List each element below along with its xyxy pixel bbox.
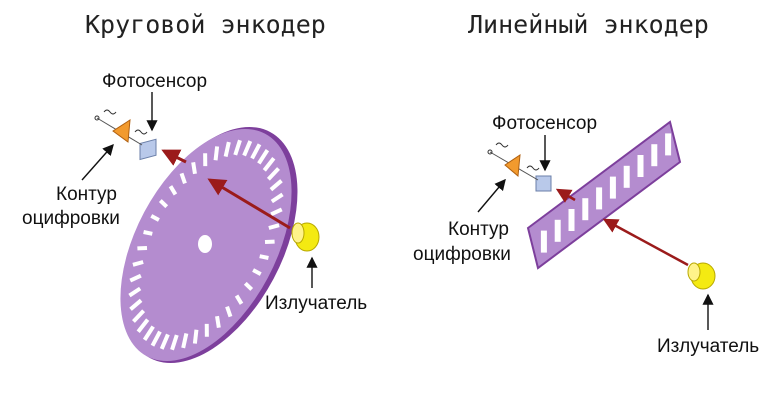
disc-slot bbox=[181, 333, 189, 349]
disc-slot bbox=[129, 273, 142, 283]
disc-slot bbox=[213, 146, 220, 161]
circuit-triangle-icon bbox=[487, 149, 539, 181]
strip-slot bbox=[651, 144, 658, 167]
disc-slot bbox=[136, 318, 150, 333]
linear-circuit-label-1: Контур bbox=[448, 219, 509, 240]
disc-slot bbox=[225, 305, 233, 318]
signal-wave-icon bbox=[134, 129, 148, 135]
disc-slot bbox=[266, 167, 280, 181]
disc-slot bbox=[270, 207, 283, 217]
disc-slot bbox=[252, 268, 262, 276]
light-beam-out bbox=[555, 188, 576, 203]
rotary-circuit-label-1: Контур bbox=[56, 184, 117, 205]
rotary-encoder bbox=[81, 92, 320, 363]
light-beam-out bbox=[161, 149, 187, 166]
code-strip bbox=[526, 120, 682, 270]
linear-circuit-label-2: оцифровки bbox=[413, 244, 511, 265]
linear-encoder bbox=[477, 120, 716, 330]
emitter-icon bbox=[687, 262, 716, 290]
strip-slot bbox=[596, 187, 603, 210]
strip-slot bbox=[540, 230, 547, 253]
disc-slot bbox=[179, 172, 187, 185]
rotary-circuit-label-2: оцифровки bbox=[22, 208, 120, 229]
disc-slot bbox=[192, 329, 199, 344]
disc-slot bbox=[268, 223, 280, 230]
strip-slot bbox=[554, 219, 561, 242]
disc-slot bbox=[259, 254, 269, 260]
disc-slot bbox=[270, 192, 284, 204]
disc-slot bbox=[215, 315, 221, 329]
disc-slot bbox=[132, 309, 146, 323]
disc-slot bbox=[250, 143, 262, 160]
strip-slot bbox=[665, 133, 672, 156]
strip-slot bbox=[637, 155, 644, 177]
disc-slot bbox=[129, 298, 143, 311]
strip-slot bbox=[568, 209, 575, 231]
linear-emitter-label: Излучатель bbox=[657, 336, 760, 357]
disc-slot bbox=[269, 179, 283, 192]
pointer-arrow bbox=[81, 143, 114, 181]
light-beam bbox=[207, 178, 291, 230]
disc-slot bbox=[257, 149, 270, 165]
disc-slot bbox=[150, 330, 162, 347]
disc-slot bbox=[143, 230, 153, 236]
code-disc bbox=[120, 127, 298, 363]
disc-slot bbox=[242, 140, 253, 157]
linear-photosensor-label: Фотосенсор bbox=[492, 113, 598, 134]
disc-slot bbox=[234, 294, 244, 305]
linear-title: Линейный энкодер bbox=[468, 10, 709, 39]
photosensor-icon bbox=[139, 138, 157, 161]
disc-slot bbox=[233, 139, 242, 156]
rotary-title: Круговой энкодер bbox=[85, 10, 326, 39]
light-beam bbox=[602, 218, 689, 267]
strip-slot bbox=[609, 176, 616, 199]
disc-slot bbox=[132, 260, 144, 267]
disc-slot bbox=[168, 185, 178, 196]
disc-slot bbox=[262, 157, 276, 172]
circuit-triangle-icon bbox=[94, 115, 143, 146]
disc-slot bbox=[159, 333, 170, 350]
disc-slot bbox=[142, 325, 155, 341]
photosensor-icon bbox=[535, 175, 552, 192]
disc-slot bbox=[158, 199, 169, 209]
disc-slot bbox=[243, 281, 254, 291]
disc-slot bbox=[191, 161, 197, 175]
disc-hole bbox=[198, 235, 212, 253]
disc-slot bbox=[223, 141, 231, 157]
rotary-photosensor-label: Фотосенсор bbox=[102, 71, 208, 92]
strip-slot bbox=[623, 165, 630, 188]
pointer-arrow bbox=[477, 178, 506, 213]
disc-slot bbox=[128, 286, 142, 298]
disc-slot bbox=[150, 214, 160, 222]
disc-slot bbox=[170, 334, 179, 351]
emitter-icon bbox=[291, 222, 320, 252]
rotary-emitter-label: Излучатель bbox=[265, 293, 368, 314]
signal-wave-icon bbox=[526, 165, 540, 171]
strip-slot bbox=[582, 198, 589, 221]
